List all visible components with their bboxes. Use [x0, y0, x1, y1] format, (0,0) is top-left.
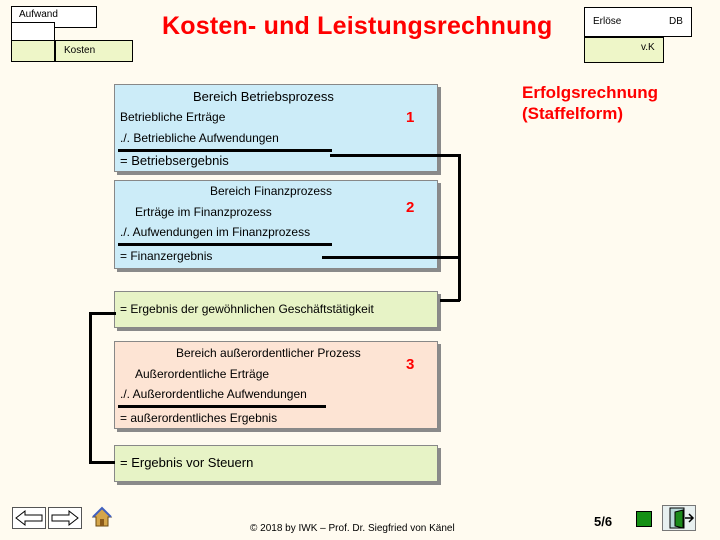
betrieb-aufwendungen: ./. Betriebliche Aufwendungen — [120, 131, 279, 145]
side-heading-line2: (Staffelform) — [522, 104, 624, 123]
green-square-button[interactable] — [636, 511, 652, 527]
ausserordentlich-heading: Bereich außerordentlicher Prozess — [176, 346, 361, 360]
ausserordentlich-box — [114, 341, 438, 429]
nav-kosten-box[interactable]: Kosten — [55, 40, 133, 62]
nav-aufwand-label: Aufwand — [19, 9, 58, 20]
exit-button[interactable] — [662, 505, 696, 531]
finanz-number: 2 — [406, 199, 415, 216]
finanz-box — [114, 180, 438, 269]
finanz-ergebnis: = Finanzergebnis — [120, 249, 213, 263]
home-icon — [91, 506, 113, 527]
nav-db-label: DB — [669, 16, 683, 27]
finanz-heading: Bereich Finanzprozess — [210, 184, 333, 198]
ausserordentlich-aufwendungen: ./. Außerordentliche Aufwendungen — [120, 387, 307, 401]
copyright-text: © 2018 by IWK – Prof. Dr. Siegfried von … — [250, 523, 455, 534]
ausserordentlich-ergebnis: = außerordentliches Ergebnis — [120, 411, 278, 425]
betrieb-box — [114, 84, 438, 172]
gewoehnlich-ergebnis: = Ergebnis der gewöhnlichen Geschäftstät… — [120, 302, 374, 316]
arrow-right-icon — [51, 509, 79, 527]
betrieb-ertraege: Betriebliche Erträge — [120, 110, 226, 124]
page-number: 5/6 — [594, 514, 613, 529]
connector-finanzergebnis-h — [322, 256, 460, 259]
betrieb-heading: Bereich Betriebsprozess — [193, 89, 334, 104]
connector-right-to-gewoehnlich — [440, 299, 460, 302]
connector-right-v — [458, 154, 461, 301]
finanz-aufwendungen: ./. Aufwendungen im Finanzprozess — [120, 225, 311, 239]
nav-strip-box[interactable] — [11, 40, 55, 62]
forward-button[interactable] — [48, 507, 82, 529]
connector-left-to-steuern — [89, 461, 115, 464]
connector-betriebsergebnis-h — [330, 154, 460, 157]
nav-kosten-label: Kosten — [64, 45, 96, 56]
betrieb-number: 1 — [406, 109, 415, 126]
finanz-ertraege: Erträge im Finanzprozess — [135, 205, 272, 219]
steuern-ergebnis: = Ergebnis vor Steuern — [120, 455, 254, 470]
betrieb-sum-line — [118, 149, 332, 152]
ausserordentlich-ertraege: Außerordentliche Erträge — [135, 367, 270, 381]
ausserordentlich-number: 3 — [406, 356, 415, 373]
nav-vk-box[interactable]: v.K — [584, 37, 664, 63]
connector-left-v — [89, 312, 92, 463]
side-heading-line1: Erfolgsrechnung — [522, 83, 659, 102]
gewoehnlich-box — [114, 291, 438, 328]
ausserordentlich-sum-line — [118, 405, 326, 408]
home-button[interactable] — [90, 505, 114, 529]
steuern-box — [114, 445, 438, 482]
betrieb-ergebnis: = Betriebsergebnis — [120, 153, 229, 168]
page-title: Kosten- und Leistungsrechnung — [162, 12, 553, 40]
exit-icon — [669, 507, 695, 529]
nav-vk-label: v.K — [641, 42, 655, 53]
arrow-left-icon — [15, 509, 43, 527]
back-button[interactable] — [12, 507, 46, 529]
nav-erloese-box[interactable]: Erlöse DB — [584, 7, 692, 37]
side-heading: Erfolgsrechnung (Staffelform) — [522, 82, 658, 124]
finanz-sum-line — [118, 243, 332, 246]
nav-erloese-label: Erlöse — [593, 16, 622, 27]
connector-gewoehnlich-left-h — [90, 312, 116, 315]
